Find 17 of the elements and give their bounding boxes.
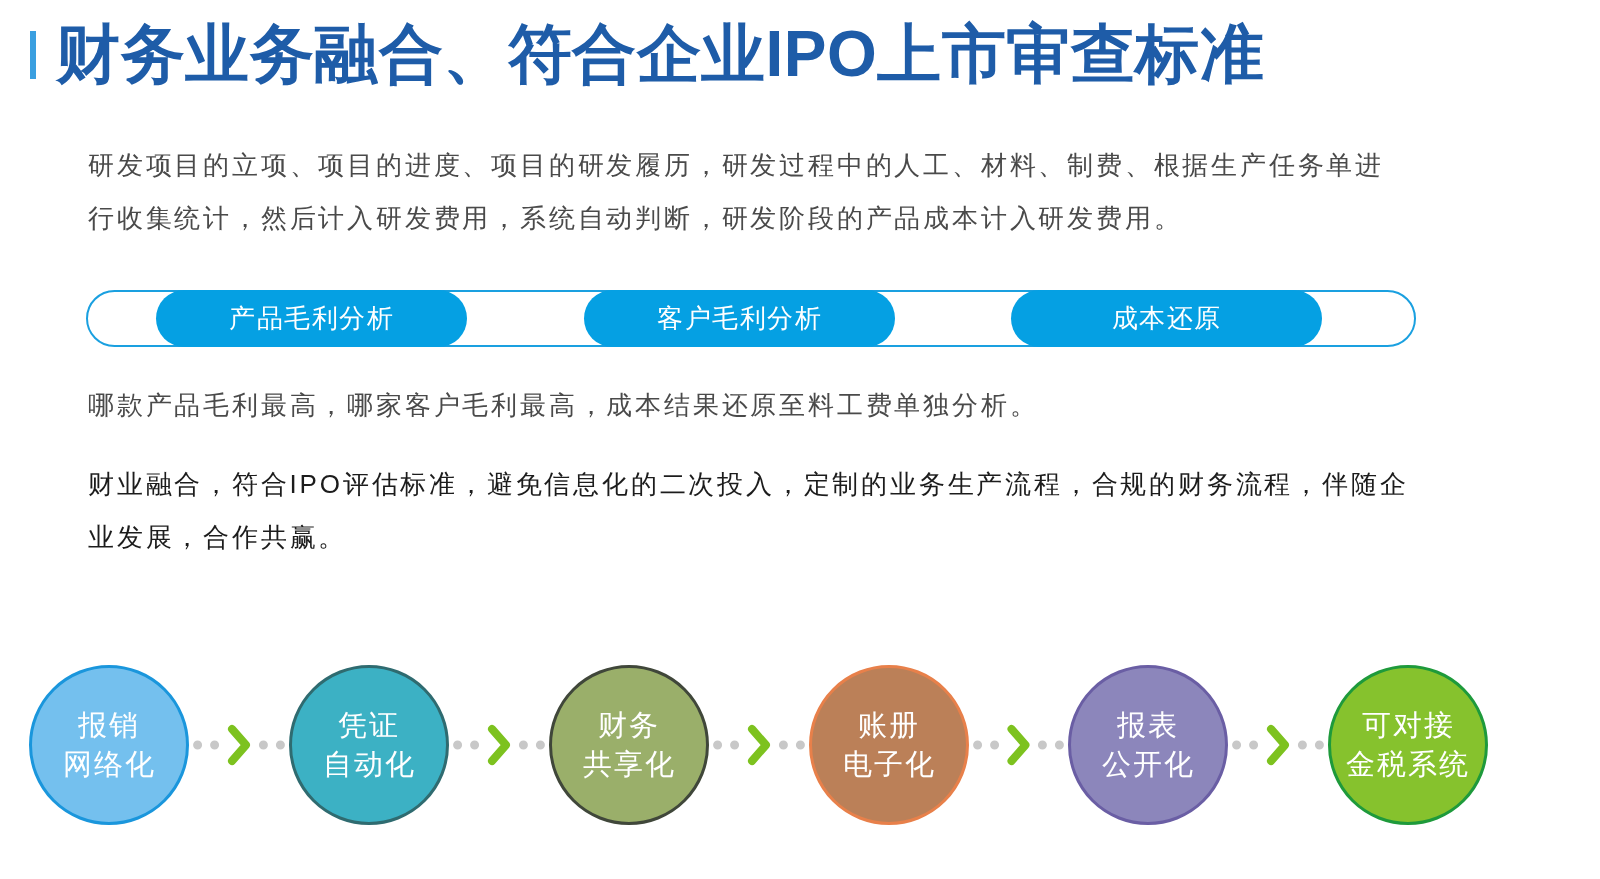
circle-label: 报销网络化 [62,708,156,782]
description-paragraph: 哪款产品毛利最高，哪家客户毛利最高，成本结果还原至料工费单独分析。 [88,389,1040,422]
circle-label: 凭证自动化 [322,708,416,782]
page-title: 财务业务融合、符合企业IPO上市审查标准 [56,17,1265,92]
analysis-pill [584,290,895,347]
analysis-pill [156,290,467,347]
circle-label: 可对接金税系统 [1346,708,1470,782]
analysis-pill [1011,290,1322,347]
pill-label: 成本还原 [1111,302,1222,335]
pill-label: 产品毛利分析 [229,302,394,335]
rounded-band [86,290,1416,347]
pill-label: 客户毛利分析 [657,302,822,335]
circle-label: 财务共享化 [582,708,676,782]
circle-label: 账册电子化 [842,708,936,782]
description-paragraph: 研发项目的立项、项目的进度、项目的研发履历，研发过程中的人工、材料、制费、根据生产任务单进行收集统计，然后计入研发费用，系统自动判断，研发阶段的产品成本计入研发费用。 [88,149,1385,235]
summary-paragraph: 财业融合，符合IPO评估标准，避免信息化的二次投入，定制的业务生产流程，合规的财务流程，伴随企业发展，合作共赢。 [88,468,1410,554]
circle-label: 报表公开化 [1101,708,1195,782]
